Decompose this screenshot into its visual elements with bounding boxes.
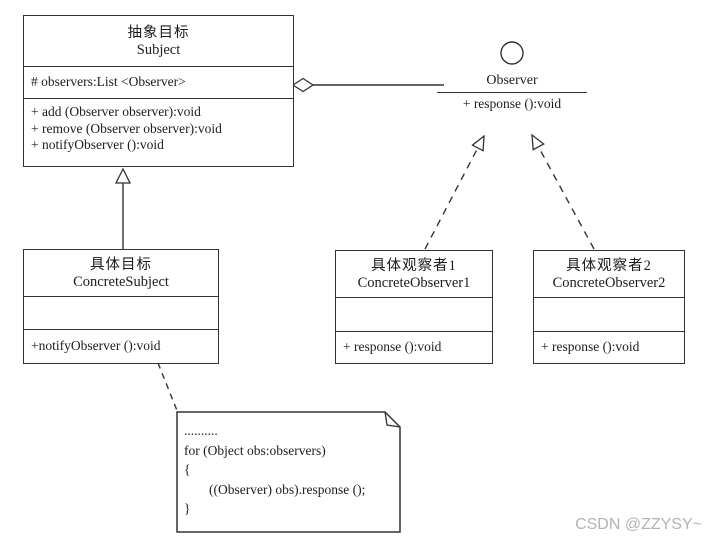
aggregation-diamond-icon [291,77,315,93]
concrete-observer1-method: + response ():void [343,339,442,355]
concrete-observer1-operations: + response ():void [336,332,492,363]
concrete-subject-method: +notifyObserver ():void [31,338,161,354]
note-line: ((Observer) obs).response (); [209,481,366,497]
concrete-subject-title-en: ConcreteSubject [73,273,169,290]
realization-line-observer2 [531,133,595,250]
interface-lollipop-icon [500,41,524,65]
subject-attribute: # observers:List <Observer> [31,74,186,90]
concrete-observer2-title: 具体观察者2 ConcreteObserver2 [534,251,684,298]
class-box-subject: 抽象目标 Subject # observers:List <Observer>… [23,15,294,167]
concrete-observer2-title-zh: 具体观察者2 [566,257,652,274]
observer-interface: Observer + response ():void [437,73,587,112]
subject-method: + notifyObserver ():void [31,137,164,152]
subject-method: + add (Observer observer):void [31,104,201,119]
concrete-subject-title: 具体目标 ConcreteSubject [24,250,218,297]
class-box-concrete-subject: 具体目标 ConcreteSubject +notifyObserver ():… [23,249,219,364]
concrete-observer1-title-zh: 具体观察者1 [371,257,457,274]
class-box-concrete-observer1: 具体观察者1 ConcreteObserver1 + response ():v… [335,250,493,364]
concrete-observer1-attributes [336,298,492,332]
note-line: for (Object obs:observers) [184,442,326,458]
subject-method: + remove (Observer observer):void [31,120,222,136]
csdn-watermark: CSDN @ZZYSY~ [575,516,702,533]
subject-operations: + add (Observer observer):void + remove … [24,99,293,166]
class-box-concrete-observer2: 具体观察者2 ConcreteObserver2 + response ():v… [533,250,685,364]
observer-interface-name: Observer [437,73,587,93]
code-note: .......... for (Object obs:observers) { … [184,421,396,519]
note-line: .......... [184,423,218,438]
concrete-observer2-operations: + response ():void [534,332,684,363]
subject-title-en: Subject [136,41,181,58]
concrete-observer2-method: + response ():void [541,339,640,355]
note-line: } [184,501,191,516]
note-connector-line [157,362,179,414]
subject-attributes: # observers:List <Observer> [24,67,293,99]
concrete-observer2-attributes [534,298,684,332]
note-line: { [184,462,191,477]
realization-line-observer1 [424,134,485,250]
concrete-observer1-title: 具体观察者1 ConcreteObserver1 [336,251,492,298]
concrete-subject-operations: +notifyObserver ():void [24,330,218,363]
generalization-arrowhead-icon [114,167,132,184]
concrete-subject-attributes [24,297,218,330]
subject-title-zh: 抽象目标 [127,24,190,41]
concrete-observer1-title-en: ConcreteObserver1 [357,274,471,291]
observer-interface-method: + response ():void [462,96,562,111]
subject-title: 抽象目标 Subject [24,16,293,67]
concrete-subject-title-zh: 具体目标 [90,256,152,273]
concrete-observer2-title-en: ConcreteObserver2 [552,274,666,291]
